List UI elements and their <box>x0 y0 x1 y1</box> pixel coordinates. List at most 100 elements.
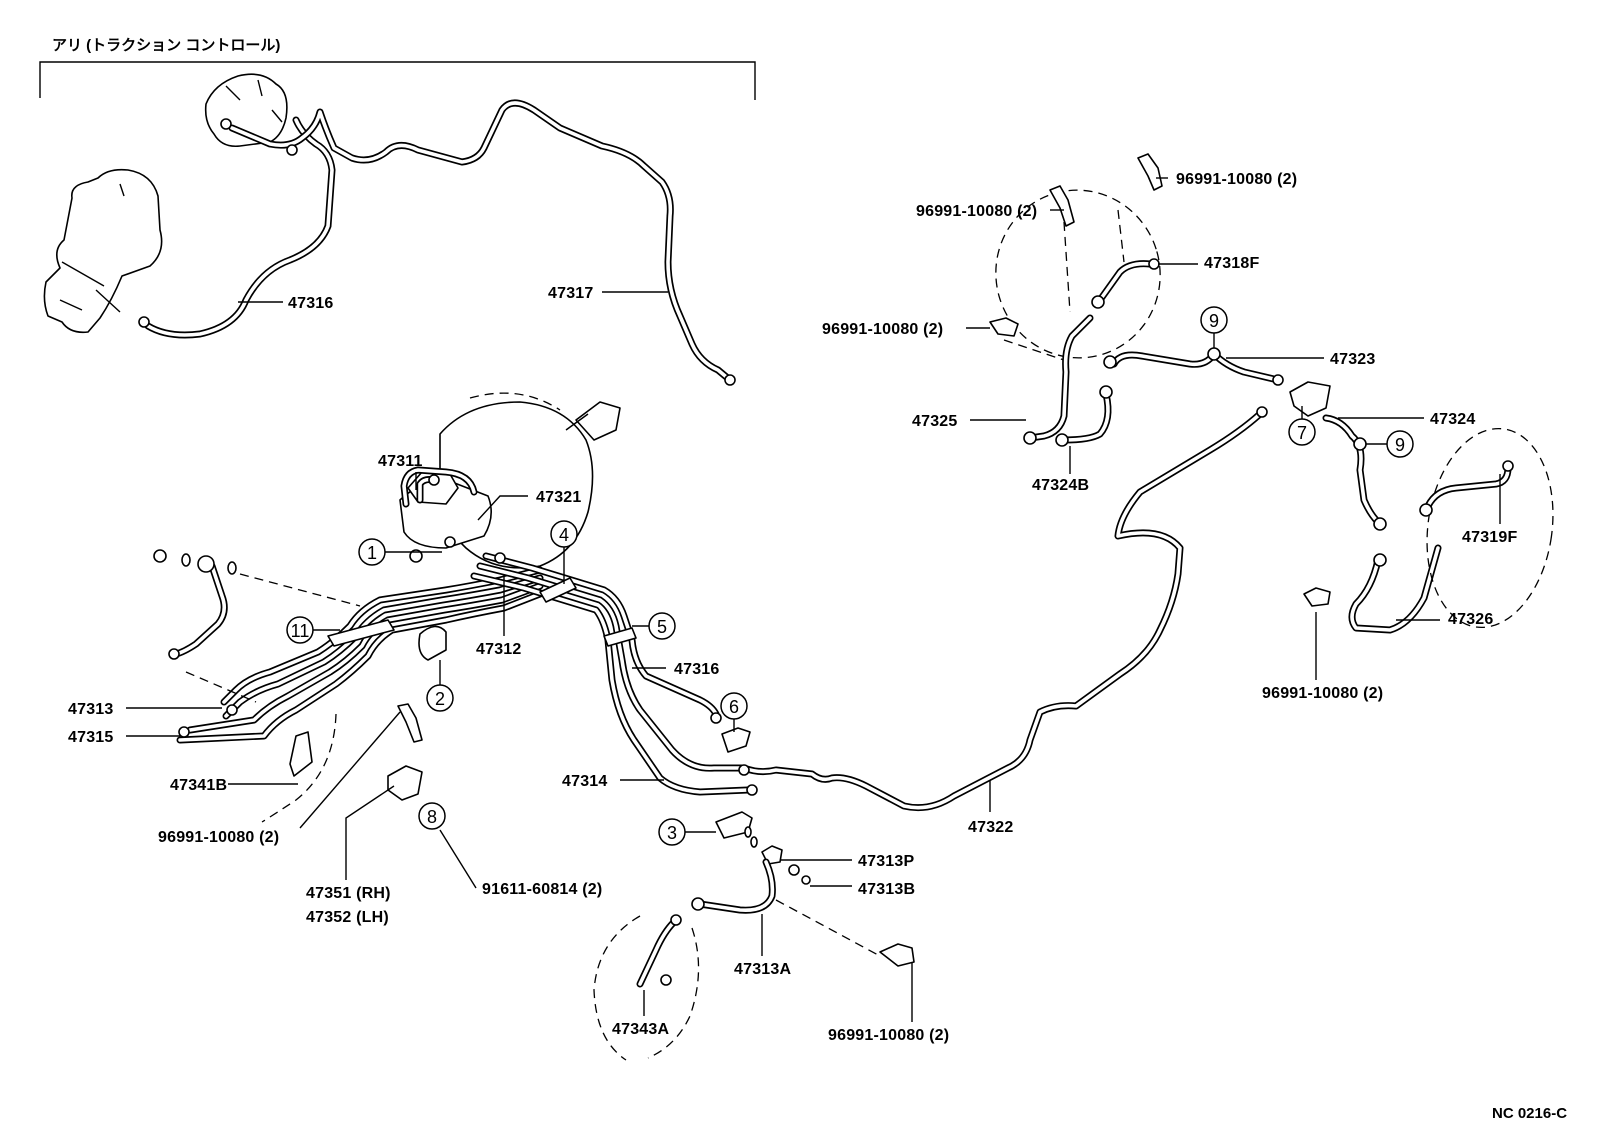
pipe-47324 <box>1322 414 1382 526</box>
flare-nut-icon <box>1373 553 1387 567</box>
booster-hidden-outline <box>469 392 561 411</box>
center-labels: 47311 47321 47312 47316 47313 47315 4731… <box>68 453 949 1044</box>
flare-nut-icon <box>409 549 423 563</box>
hidden-line <box>1003 209 1125 361</box>
master-cylinder-detail <box>59 183 125 313</box>
flare-nut-icon <box>670 914 682 926</box>
flare-nut-icon <box>724 374 736 386</box>
callout-2-text: 2 <box>435 689 445 709</box>
callout-6-text: 6 <box>729 697 739 717</box>
callout-9b-text: 9 <box>1395 435 1405 455</box>
banjo-bolt-icon <box>153 549 167 563</box>
clip-icon <box>879 943 915 967</box>
pipe-47319F <box>1424 464 1512 510</box>
pipe-47326 <box>1348 544 1442 634</box>
clamp-11 <box>327 619 395 647</box>
label-47312: 47312 <box>476 641 522 658</box>
bracket-47341B <box>289 731 313 777</box>
clip-icon <box>1137 153 1163 191</box>
label-47351: 47351 (RH) <box>306 885 391 902</box>
front-pipe-bundle <box>153 466 758 839</box>
flare-nut-icon <box>1023 431 1037 445</box>
flare-nut-icon <box>1148 258 1160 270</box>
callout-11: 11 <box>286 616 340 644</box>
union-joint-icon <box>1207 347 1221 361</box>
label-96991-d: 96991-10080 (2) <box>1262 685 1383 702</box>
pipe-47323 <box>1110 350 1282 384</box>
union-joint-icon <box>1353 437 1367 451</box>
label-47323: 47323 <box>1330 351 1376 368</box>
flare-nut-icon <box>494 552 506 564</box>
flare-nut-icon <box>1419 503 1433 517</box>
callout-4-text: 4 <box>559 525 569 545</box>
label-47318F: 47318F <box>1204 255 1259 272</box>
callout-2: 2 <box>426 660 454 712</box>
flare-nut-icon <box>710 712 722 724</box>
pushrod <box>565 413 589 431</box>
label-47322: 47322 <box>968 819 1014 836</box>
clip-icon <box>1049 185 1075 227</box>
flare-nut-icon <box>1091 295 1105 309</box>
label-91611: 91611-60814 (2) <box>482 881 602 898</box>
label-47311: 47311 <box>378 453 423 470</box>
label-47321: 47321 <box>536 489 582 506</box>
bracket-47351 <box>387 765 423 801</box>
label-47313: 47313 <box>68 701 114 718</box>
clamp-5 <box>603 627 637 647</box>
flare-nut-icon <box>226 704 238 716</box>
label-96991-f: 96991-10080 (2) <box>828 1027 949 1044</box>
label-47317: 47317 <box>548 285 594 302</box>
flare-nut-icon <box>444 536 456 548</box>
leader-91611 <box>439 829 477 889</box>
pipe-47343A <box>636 918 678 988</box>
callout-8-text: 8 <box>427 807 437 827</box>
inset-bracket <box>39 61 756 100</box>
clamp-4 <box>539 577 577 603</box>
bracket-3 <box>715 811 753 839</box>
bracket-6 <box>721 727 751 753</box>
master-cylinder-outline <box>43 168 163 334</box>
gasket-icon <box>750 836 758 848</box>
traction-control-inset: アリ (トラクション コントロール) 47316 47317 <box>39 37 756 386</box>
callout-9a: 9 <box>1200 306 1228 348</box>
flare-nut-icon <box>1103 355 1117 369</box>
flare-nut-icon <box>738 764 750 776</box>
callout-9b: 9 <box>1366 430 1414 458</box>
label-47343A: 47343A <box>612 1021 669 1038</box>
gasket-icon <box>744 826 752 838</box>
gasket-icon <box>227 561 237 575</box>
pipe-47317 <box>228 99 734 384</box>
figure-code: NC 0216-C <box>1492 1105 1567 1122</box>
label-47326: 47326 <box>1448 611 1494 628</box>
label-47313P: 47313P <box>858 853 914 870</box>
detail-ellipse-lower-left <box>261 713 337 823</box>
callout-7-text: 7 <box>1297 423 1307 443</box>
label-96991-e: 96991-10080 (2) <box>158 829 279 846</box>
rear-line-group: 96991-10080 (2) 96991-10080 (2) 47318F 9… <box>822 153 1554 702</box>
pipe-47325 <box>1026 314 1094 442</box>
clip-icon <box>397 703 423 743</box>
flare-nut-icon <box>660 974 672 986</box>
callout-3: 3 <box>658 818 716 846</box>
lower-hose-group <box>593 826 915 1061</box>
callout-11-text: 11 <box>291 621 310 641</box>
label-96991-a: 96991-10080 (2) <box>916 203 1037 220</box>
bracket-2 <box>418 625 447 661</box>
flare-nut-icon <box>1272 374 1284 386</box>
flare-nut-icon <box>178 726 190 738</box>
flare-nut-icon <box>1256 406 1268 418</box>
hidden-line <box>185 573 361 703</box>
callout-8: 8 <box>418 802 446 830</box>
label-47319F: 47319F <box>1462 529 1517 546</box>
callout-3-text: 3 <box>667 823 677 843</box>
label-47313B: 47313B <box>858 881 915 898</box>
callout-6: 6 <box>720 692 748 732</box>
flare-nut-icon <box>691 897 705 911</box>
hose-47313A <box>696 858 776 914</box>
banjo-fitting-icon <box>197 555 215 573</box>
callout-1-text: 1 <box>367 543 377 563</box>
label-47316-mid: 47316 <box>674 661 720 678</box>
callout-5: 5 <box>632 612 676 640</box>
detail-ellipse-right <box>1426 427 1554 629</box>
label-47313A: 47313A <box>734 961 791 978</box>
